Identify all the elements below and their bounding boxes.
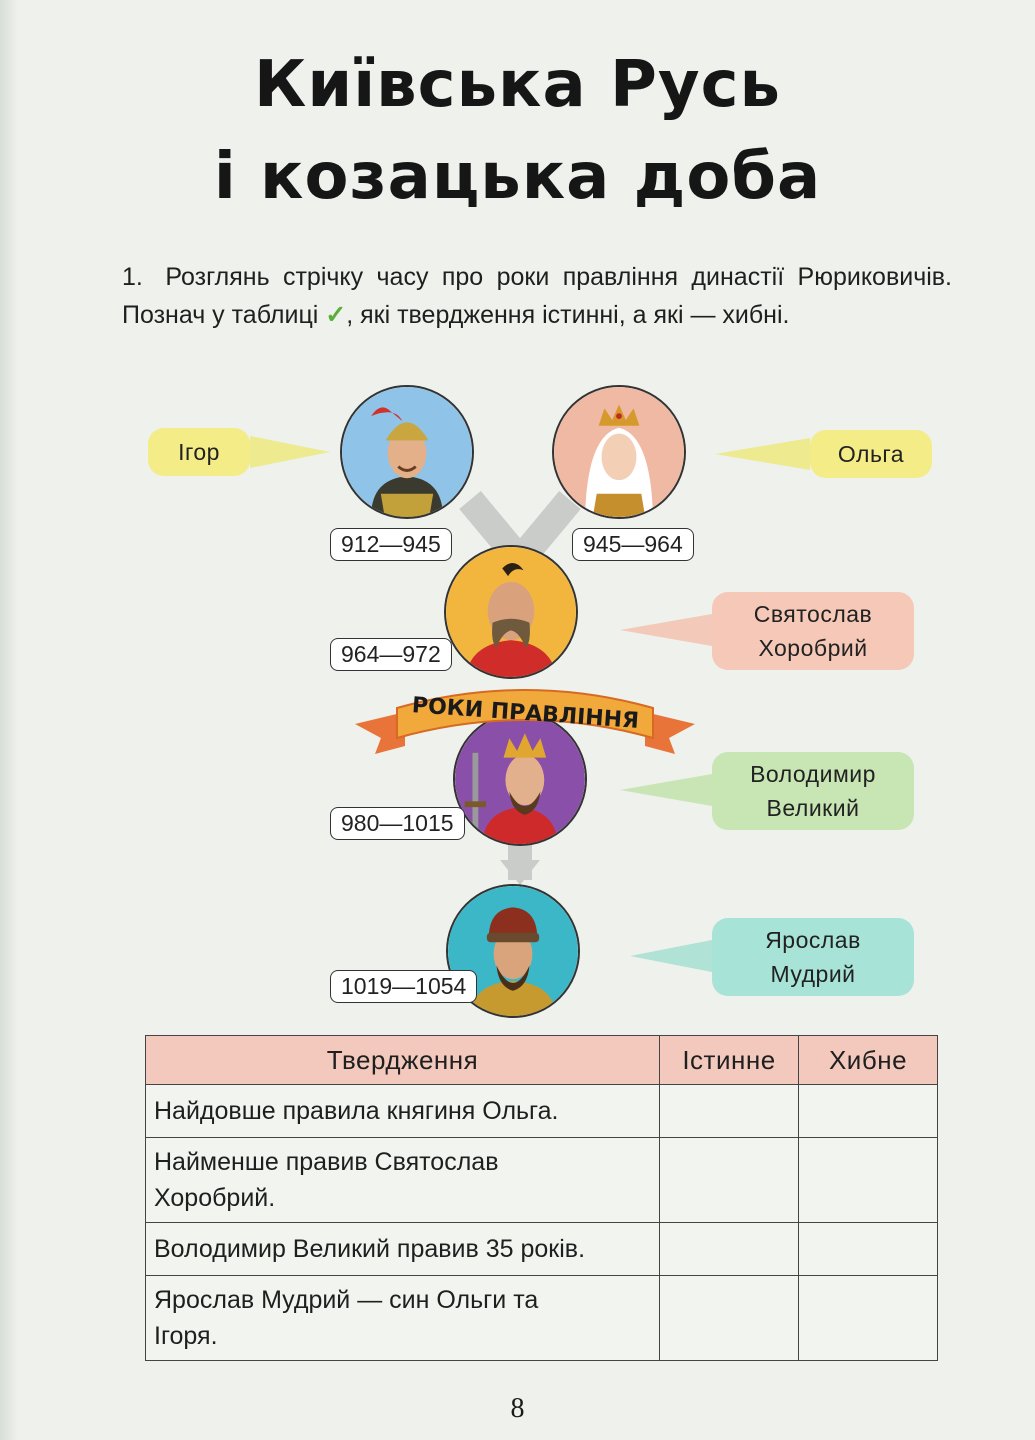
years-sviatoslav: 964—972 [330, 638, 452, 671]
ribbon-banner: РОКИ ПРАВЛІННЯ [355, 689, 695, 754]
table-row: Володимир Великий правив 35 років. [145, 1222, 938, 1276]
ruler-name-line-1: Ярослав [765, 927, 861, 953]
statement-line-2: Ігоря. [154, 1322, 218, 1350]
warrior-prince-portrait-icon [446, 547, 576, 677]
portrait-igor [340, 385, 474, 519]
statement-line-1: Найменше правив Святослав [154, 1148, 499, 1176]
task-number: 1. [122, 263, 143, 291]
ruler-name: Ігор [178, 439, 220, 465]
true-answer-cell[interactable] [659, 1137, 799, 1223]
table-row: Найменше правив Святослав Хоробрий. [145, 1137, 938, 1223]
king-portrait-icon [455, 714, 585, 844]
true-answer-cell[interactable] [659, 1222, 799, 1276]
header-false: Хибне [798, 1035, 938, 1085]
header-statement: Твердження [145, 1035, 660, 1085]
warrior-portrait-icon [342, 387, 472, 517]
years-igor: 912—945 [330, 528, 452, 561]
statement-cell: Володимир Великий правив 35 років. [145, 1222, 660, 1276]
true-answer-cell[interactable] [659, 1275, 799, 1361]
ruler-label-yaroslav: Ярослав Мудрий [712, 918, 914, 996]
ruler-name: Ольга [837, 441, 905, 467]
table-header-row: Твердження Істинне Хибне [145, 1035, 938, 1085]
false-answer-cell[interactable] [798, 1084, 938, 1138]
ruler-name-line-1: Святослав [753, 601, 873, 627]
ruler-label-olga: Ольга [810, 430, 932, 478]
page-title-line-2: і козацька доба [213, 140, 822, 214]
statement-line-2: Хоробрий. [154, 1184, 276, 1212]
check-mark-icon: ✓ [325, 301, 347, 329]
years-volodymyr: 980—1015 [330, 807, 465, 840]
portrait-sviatoslav [444, 545, 578, 679]
statement-line-1: Ярослав Мудрий — син Ольги та [154, 1286, 539, 1314]
ruler-name-line-1: Володимир [750, 761, 876, 787]
portrait-volodymyr [453, 712, 587, 846]
ruler-name-line-2: Хоробрий [758, 635, 868, 661]
ruler-label-igor: Ігор [148, 428, 250, 476]
task-instructions: 1. Розглянь стрічку часу про роки правлі… [122, 258, 952, 334]
false-answer-cell[interactable] [798, 1137, 938, 1223]
table-row: Найдовше правила княгиня Ольга. [145, 1084, 938, 1138]
table-row: Ярослав Мудрий — син Ольги та Ігоря. [145, 1275, 938, 1361]
statement-cell: Найдовше правила княгиня Ольга. [145, 1084, 660, 1138]
ruler-name-line-2: Мудрий [770, 961, 856, 987]
false-answer-cell[interactable] [798, 1222, 938, 1276]
elder-prince-portrait-icon [448, 886, 578, 1016]
false-answer-cell[interactable] [798, 1275, 938, 1361]
years-olga: 945—964 [572, 528, 694, 561]
ruler-name-line-2: Великий [766, 795, 860, 821]
ruler-label-sviatoslav: Святослав Хоробрий [712, 592, 914, 670]
statement-cell: Ярослав Мудрий — син Ольги та Ігоря. [145, 1275, 660, 1361]
page-number: 8 [510, 1393, 525, 1424]
statements-table: Твердження Істинне Хибне Найдовше правил… [145, 1035, 938, 1361]
true-answer-cell[interactable] [659, 1084, 799, 1138]
years-yaroslav: 1019—1054 [330, 970, 478, 1003]
page-binding-edge [0, 0, 18, 1440]
task-text-part-2: , які твердження істинні, а які — хибні. [346, 301, 790, 329]
ruler-label-volodymyr: Володимир Великий [712, 752, 914, 830]
task-text-part-1: Розглянь стрічку часу про роки правління… [122, 263, 953, 329]
page-title-line-1: Київська Русь [254, 48, 781, 122]
princess-portrait-icon [554, 387, 684, 517]
portrait-olga [552, 385, 686, 519]
header-true: Істинне [659, 1035, 799, 1085]
statement-cell: Найменше правив Святослав Хоробрий. [145, 1137, 660, 1223]
